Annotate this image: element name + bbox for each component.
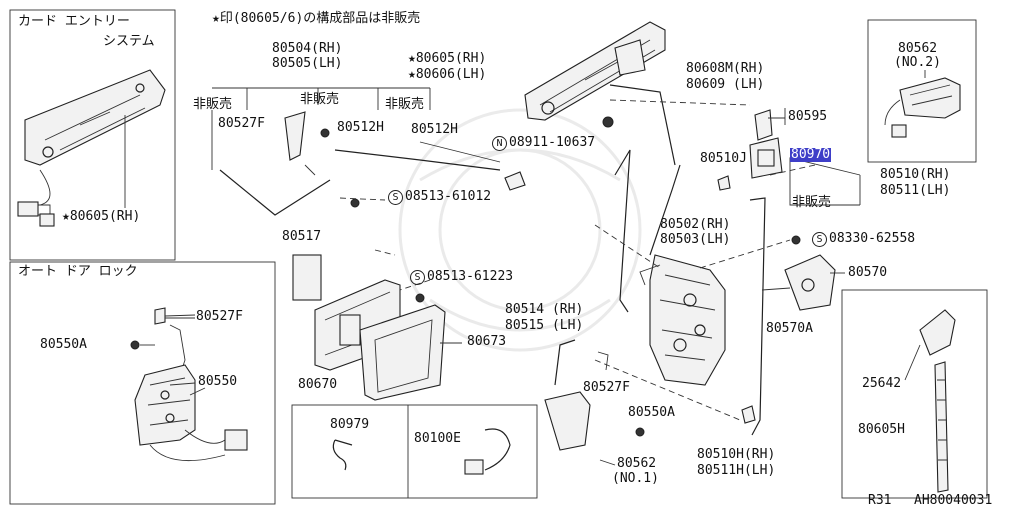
header-note: ★印(80605/6)の構成部品は非販売 — [212, 11, 421, 26]
no2-box — [867, 19, 977, 163]
label-80517: 80517 — [282, 229, 322, 244]
outside-handle — [524, 21, 666, 121]
label-80510H: 80510H(RH) — [697, 447, 776, 462]
label-08513b-text: 08513-61223 — [427, 269, 514, 284]
label-80608M: 80608M(RH) — [686, 61, 765, 76]
watermark — [398, 108, 642, 352]
card-entry-handle — [17, 69, 166, 227]
label-hihanbai-2: 非販売 — [300, 92, 340, 107]
label-80512H-b: 80512H — [411, 122, 458, 137]
label-80100E: 80100E — [414, 431, 461, 446]
label-80570: 80570 — [848, 265, 888, 280]
label-80503: 80503(LH) — [660, 232, 731, 247]
auto-door-lock-title: オート ドア ロック — [18, 264, 138, 279]
right-bottom-parts — [904, 309, 956, 493]
s-circle-icon-2: S — [410, 270, 425, 285]
label-80606: ★80606(LH) — [408, 67, 487, 82]
label-80527F-a: 80527F — [218, 116, 265, 131]
label-80605-card: ★80605(RH) — [62, 209, 141, 224]
label-80514: 80514 (RH) — [505, 302, 584, 317]
card-entry-title-1: カード エントリー — [18, 14, 130, 29]
label-25642: 25642 — [862, 376, 902, 391]
footer-model: R31 — [868, 493, 892, 508]
auto-door-lock-parts — [130, 307, 248, 462]
label-80502: 80502(RH) — [660, 217, 731, 232]
label-80605: ★80605(RH) — [408, 51, 487, 66]
small-parts — [284, 109, 836, 451]
label-80550A-b: 80550A — [628, 405, 675, 420]
label-hihanbai-3: 非販売 — [385, 97, 425, 112]
door-lock-assembly — [639, 254, 726, 386]
label-80562-no1: 80562 — [617, 456, 657, 471]
right-bottom-box — [841, 289, 988, 499]
label-80979: 80979 — [330, 417, 370, 432]
label-08911-text: 08911-10637 — [509, 135, 596, 150]
label-80570A: 80570A — [766, 321, 813, 336]
auto-door-lock-box — [9, 261, 276, 505]
label-80609: 80609 (LH) — [686, 77, 765, 92]
label-08513a-text: 08513-61012 — [405, 189, 492, 204]
label-80505: 80505(LH) — [272, 56, 343, 71]
rod-80608M — [649, 164, 681, 256]
label-80670: 80670 — [298, 377, 338, 392]
rod-top — [609, 84, 676, 166]
rod-80527F-b — [554, 339, 576, 386]
label-hihanbai-1: 非販売 — [193, 97, 233, 112]
label-80550-auto: 80550 — [198, 374, 238, 389]
label-80562-no2: 80562 — [898, 41, 938, 56]
label-08330-text: 08330-62558 — [829, 231, 916, 246]
label-80510: 80510(RH) — [880, 167, 951, 182]
rod-80595 — [749, 197, 766, 436]
label-hihanbai-4: 非販売 — [792, 195, 832, 210]
label-80595: 80595 — [788, 109, 828, 124]
n-circle-icon: N — [492, 136, 507, 151]
inside-handle — [292, 254, 446, 401]
bottom-box — [291, 404, 538, 499]
card-entry-title-2: システム — [103, 34, 155, 49]
label-80512H-a: 80512H — [337, 120, 384, 135]
rod-80527F — [219, 169, 331, 216]
label-80511: 80511(LH) — [880, 183, 951, 198]
s-circle-icon-3: S — [812, 232, 827, 247]
label-80527F-auto: 80527F — [196, 309, 243, 324]
label-80970-highlighted[interactable]: 80970 — [790, 147, 832, 162]
label-80515: 80515 (LH) — [505, 318, 584, 333]
rod-80514 — [614, 149, 631, 313]
label-no1: (NO.1) — [612, 471, 659, 486]
label-80511H: 80511H(LH) — [697, 463, 776, 478]
footer-code: AH80040031 — [914, 493, 993, 508]
label-80605H: 80605H — [858, 422, 905, 437]
bottom-parts — [332, 428, 511, 475]
label-80550A-auto: 80550A — [40, 337, 87, 352]
label-80673: 80673 — [467, 334, 507, 349]
rod-80512H — [334, 149, 501, 171]
label-no2: (NO.2) — [894, 55, 941, 70]
card-entry-box — [9, 9, 176, 261]
no2-part — [884, 70, 961, 138]
label-80527F-b: 80527F — [583, 380, 630, 395]
label-80504: 80504(RH) — [272, 41, 343, 56]
label-80510J: 80510J — [700, 151, 747, 166]
s-circle-icon: S — [388, 190, 403, 205]
